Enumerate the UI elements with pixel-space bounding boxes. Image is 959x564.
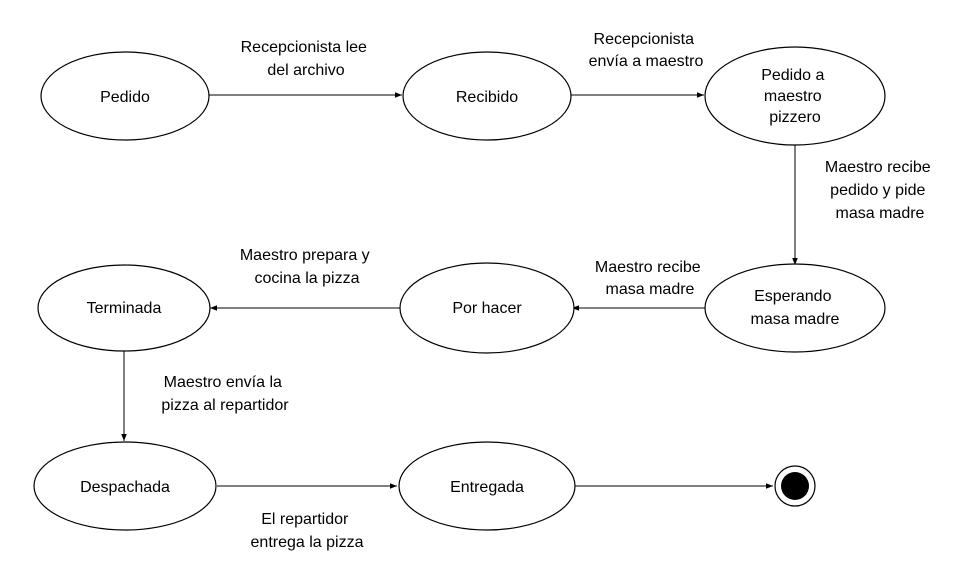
transition-label-t4-line1: Maestro recibe <box>595 259 701 276</box>
state-recibido-label: Recibido <box>456 89 518 106</box>
state-esperando-label-1: Esperando <box>754 288 831 305</box>
svg-text:Maestro envía la pizza al: Maestro envía la pizza al repartidor <box>161 374 289 414</box>
state-terminada-label: Terminada <box>87 300 162 317</box>
state-entregada: Entregada <box>398 441 576 531</box>
transition-label-t7-line1: El repartidor <box>261 511 349 528</box>
transition-label-t6-line1: Maestro envía la <box>164 374 282 391</box>
state-pedido-maestro-label-1: Pedido a <box>761 67 824 84</box>
transition-label-t2-line1: Recepcionista <box>594 31 695 48</box>
state-recibido: Recibido <box>402 51 572 141</box>
state-por-hacer: Por hacer <box>399 262 575 354</box>
svg-text:Maestro prepara y cocina l: Maestro prepara y cocina la pizza <box>240 247 374 287</box>
transition-label-t4-line2: masa madre <box>606 281 695 298</box>
transition-label-t3-line2: pedido y pide <box>830 182 925 199</box>
state-entregada-label: Entregada <box>450 479 524 496</box>
svg-text:Despachada: Despachada <box>80 479 170 496</box>
svg-text:Terminada: Terminada <box>87 300 162 317</box>
state-pedido-label: Pedido <box>100 89 150 106</box>
state-despachada-label: Despachada <box>80 479 170 496</box>
transition-label-t6-line2: pizza al repartidor <box>161 397 289 414</box>
state-terminada: Terminada <box>37 264 211 352</box>
transition-label-t3-line3: masa madre <box>836 205 925 222</box>
transition-label-t3-line1: Maestro recibe <box>825 159 931 176</box>
transition-label-t1-line1: Recepcionista lee <box>241 39 367 56</box>
svg-text:Recepcionista lee del arch: Recepcionista lee del archivo <box>241 39 372 79</box>
transition-label-t5-line1: Maestro prepara y <box>240 247 370 264</box>
svg-text:Recibido: Recibido <box>456 89 518 106</box>
state-pedido-maestro-label-3: pizzero <box>769 109 821 126</box>
transition-label-t5-line2: cocina la pizza <box>255 270 360 287</box>
svg-text:Esperando masa madre: Esperando masa madre <box>751 288 840 328</box>
state-pedido: Pedido <box>40 51 210 141</box>
svg-text:Maestro recibe pedido y pi: Maestro recibe pedido y pide masa madre <box>825 159 935 222</box>
state-pedido-maestro: Pedido a maestro pizzero <box>704 46 886 146</box>
svg-text:Por hacer: Por hacer <box>452 300 522 317</box>
svg-text:Recepcionista envía a maes: Recepcionista envía a maestro <box>589 31 704 70</box>
state-esperando-label-2: masa madre <box>751 311 840 328</box>
final-state <box>774 465 816 507</box>
state-por-hacer-label: Por hacer <box>452 300 522 317</box>
transition-label-t7-line2: entrega la pizza <box>251 534 364 551</box>
svg-text:Pedido a maestro p: Pedido a maestro pizzero <box>761 67 829 126</box>
svg-text:Entregada: Entregada <box>450 479 524 496</box>
transition-label-t1-line2: del archivo <box>267 62 344 79</box>
state-pedido-maestro-label-2: maestro <box>764 88 822 105</box>
svg-text:Maestro recibe masa madre: Maestro recibe masa madre <box>595 259 705 298</box>
svg-text:Pedido: Pedido <box>100 89 150 106</box>
svg-text:El repartidor entrega la p: El repartidor entrega la pizza <box>251 511 364 551</box>
transition-label-t2-line2: envía a maestro <box>589 53 704 70</box>
state-despachada: Despachada <box>33 441 217 531</box>
state-esperando: Esperando masa madre <box>704 263 886 353</box>
